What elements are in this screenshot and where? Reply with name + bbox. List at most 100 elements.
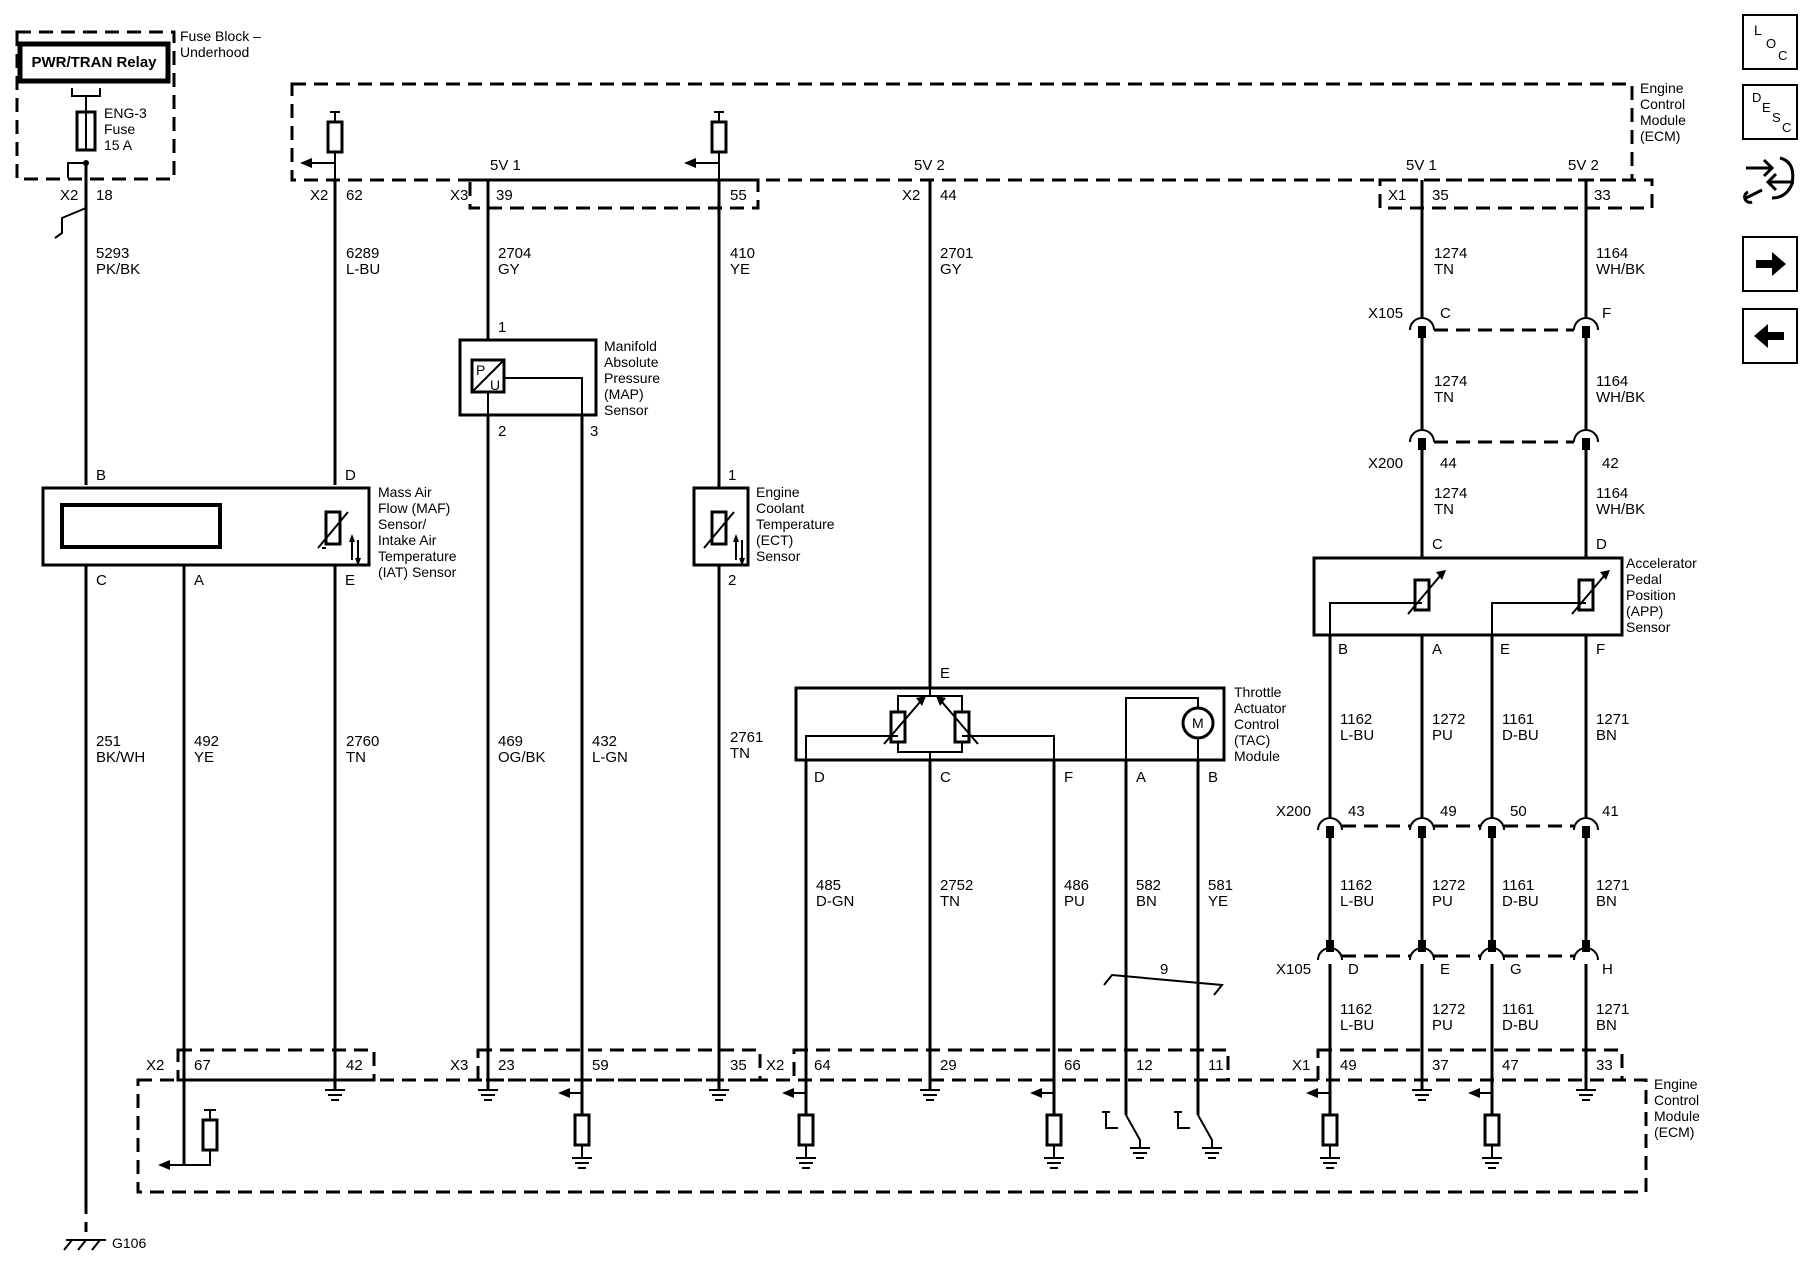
color-d-bu: D-BU (1502, 893, 1539, 910)
app-pin-f: F (1596, 641, 1605, 658)
map-label-4: (MAP) (604, 386, 644, 402)
circuit-1161: 1161 (1502, 1001, 1534, 1018)
circuit-1271: 1271 (1596, 711, 1629, 728)
circuit-1271: 1271 (1596, 877, 1629, 894)
x105-pin-h: H (1602, 961, 1613, 978)
color-pk-bk: PK/BK (96, 261, 140, 278)
location-glyph-l: L (1754, 22, 1762, 38)
map-pin-2: 2 (498, 423, 506, 440)
supply-5v2-app: 5V 2 (1568, 157, 1599, 174)
color-bn: BN (1596, 1017, 1617, 1034)
previous-arrow-button[interactable] (1742, 308, 1798, 364)
ecm-top-label-3: Module (1640, 112, 1686, 128)
circuit-5293: 5293 (96, 245, 129, 262)
supply-5v2-tac: 5V 2 (914, 157, 945, 174)
relay-box (17, 41, 171, 84)
connector-x200-bottom: X200 43 49 50 41 (1276, 803, 1619, 838)
circuit-432: 432 (592, 733, 617, 750)
ecm-top-label-2: Control (1640, 96, 1685, 112)
ecm-bottom-label-4: (ECM) (1654, 1124, 1694, 1140)
pin-64: 64 (814, 1057, 831, 1074)
circuit-1274: 1274 (1434, 373, 1467, 390)
x200-pin-44: 44 (1440, 455, 1457, 472)
circuit-1161: 1161 (1502, 877, 1534, 894)
pin-connector-x1: X1 (1388, 187, 1406, 204)
description-button[interactable]: D E S C (1742, 84, 1798, 140)
tac-label-5: Module (1234, 748, 1280, 764)
app-label-5: Sensor (1626, 619, 1671, 635)
color-wh-bk: WH/BK (1596, 389, 1645, 406)
maf-iat-sensor: B D C A E Mass Air Flow (MAF) Sensor/ In… (41, 467, 457, 589)
tac-motor: M (1192, 715, 1204, 731)
x200-label: X200 (1276, 803, 1311, 820)
app-label-2: Pedal (1626, 571, 1662, 587)
circuit-1162: 1162 (1340, 877, 1372, 894)
color-ye: YE (194, 749, 214, 766)
circuit-1164: 1164 (1596, 485, 1628, 502)
color-bn: BN (1596, 727, 1617, 744)
color-d-bu: D-BU (1502, 727, 1539, 744)
twisted-pair: 9 (1103, 961, 1224, 996)
app-label-3: Position (1626, 587, 1676, 603)
pin-connector-x2: X2 (60, 187, 78, 204)
x105-label: X105 (1276, 961, 1311, 978)
pin-42: 42 (346, 1057, 363, 1074)
tac-pin-d: D (814, 769, 825, 786)
app-pin-d: D (1596, 536, 1607, 553)
tac-pin-a: A (1136, 769, 1146, 786)
x105-pin-c: C (1440, 305, 1451, 322)
arrow-right-icon (1756, 252, 1786, 276)
x105-pin-e: E (1440, 961, 1450, 978)
ecm-internal-resistors (300, 111, 728, 180)
fuse-name: ENG-3 (104, 105, 147, 121)
x105-label: X105 (1368, 305, 1403, 322)
fuse-rating: 15 A (104, 137, 133, 153)
color-tn: TN (1434, 389, 1454, 406)
pin-33: 33 (1594, 187, 1611, 204)
pin-18: 18 (96, 187, 113, 204)
color-wh-bk: WH/BK (1596, 261, 1645, 278)
maf-label-2: Flow (MAF) (378, 500, 450, 516)
circuit-1164: 1164 (1596, 245, 1628, 262)
x105-pin-g: G (1510, 961, 1522, 978)
color-l-bu: L-BU (1340, 727, 1374, 744)
color-pu: PU (1432, 893, 1453, 910)
relay-label: PWR/TRAN Relay (31, 54, 157, 71)
ecm-motor-switches (1102, 1111, 1222, 1159)
next-arrow-button[interactable] (1742, 236, 1798, 292)
fuse-block-label-2: Underhood (180, 44, 249, 60)
ecm-top-box: Engine Control Module (ECM) (290, 80, 1686, 210)
color-bn: BN (1136, 893, 1157, 910)
map-label-3: Pressure (604, 370, 660, 386)
circuit-2761: 2761 (730, 729, 763, 746)
location-button[interactable]: L O C (1742, 14, 1798, 70)
ect-label-5: Sensor (756, 548, 801, 564)
pin-37: 37 (1432, 1057, 1449, 1074)
description-glyph-s: S (1772, 110, 1781, 125)
color-pu: PU (1064, 893, 1085, 910)
map-label-2: Absolute (604, 354, 659, 370)
tac-label-4: (TAC) (1234, 732, 1270, 748)
location-glyph-o: O (1766, 36, 1777, 51)
color-l-bu: L-BU (1340, 893, 1374, 910)
description-glyph-c: C (1782, 120, 1792, 135)
maf-pin-d: D (345, 467, 356, 484)
ect-label-2: Coolant (756, 500, 804, 516)
app-pin-b: B (1338, 641, 1348, 658)
wrench-connector-icon[interactable] (1742, 154, 1798, 208)
pin-11: 11 (1208, 1057, 1224, 1074)
circuit-485: 485 (816, 877, 841, 894)
circuit-2752: 2752 (940, 877, 973, 894)
app-label-4: (APP) (1626, 603, 1663, 619)
pin-47: 47 (1502, 1057, 1519, 1074)
ect-label-4: (ECT) (756, 532, 793, 548)
pin-connector-x1: X1 (1292, 1057, 1310, 1074)
ecm-ground-bars (325, 1089, 1596, 1101)
map-label-5: Sensor (604, 402, 649, 418)
pin-49: 49 (1340, 1057, 1357, 1074)
color-tn: TN (346, 749, 366, 766)
color-tn: TN (730, 745, 750, 762)
bottom-pin-labels: X2 67 42 X3 23 59 35 X2 64 29 66 12 11 X… (146, 1057, 1613, 1074)
map-glyph-u: U (490, 377, 500, 393)
maf-label-6: (IAT) Sensor (378, 564, 457, 580)
